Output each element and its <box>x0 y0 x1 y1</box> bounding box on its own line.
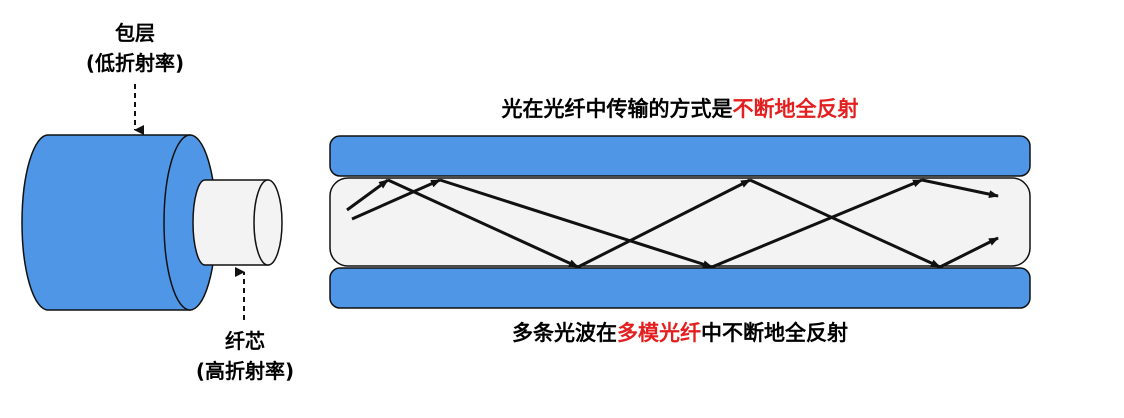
core-note: (高折射率) <box>195 359 295 383</box>
caption-bottom-suffix: 中不断地全反射 <box>701 321 848 345</box>
core-section <box>329 177 1031 267</box>
caption-bottom-prefix: 多条光波在 <box>512 321 617 345</box>
core-name: 纤芯 <box>225 329 265 353</box>
light-ray-2 <box>351 178 999 269</box>
cladding-bottom-section <box>329 267 1031 309</box>
caption-bottom-highlight: 多模光纤 <box>617 321 701 345</box>
caption-top-prefix: 光在光纤中传输的方式是 <box>501 97 733 121</box>
cladding-label: 包层 (低折射率) <box>70 18 200 78</box>
light-ray-1 <box>346 178 999 269</box>
core-label: 纤芯 (高折射率) <box>180 326 310 386</box>
fiber-cylinder <box>21 134 283 311</box>
cladding-name: 包层 <box>115 21 155 45</box>
cladding-top-section <box>329 135 1031 177</box>
caption-top: 光在光纤中传输的方式是不断地全反射 <box>330 94 1030 124</box>
core-end-face <box>253 179 283 266</box>
cladding-note: (低折射率) <box>85 51 185 75</box>
caption-top-highlight: 不断地全反射 <box>732 97 859 121</box>
cladding-body <box>21 134 191 311</box>
fiber-section <box>329 135 1031 309</box>
caption-bottom: 多条光波在多模光纤中不断地全反射 <box>330 318 1030 348</box>
core-body <box>192 179 269 266</box>
